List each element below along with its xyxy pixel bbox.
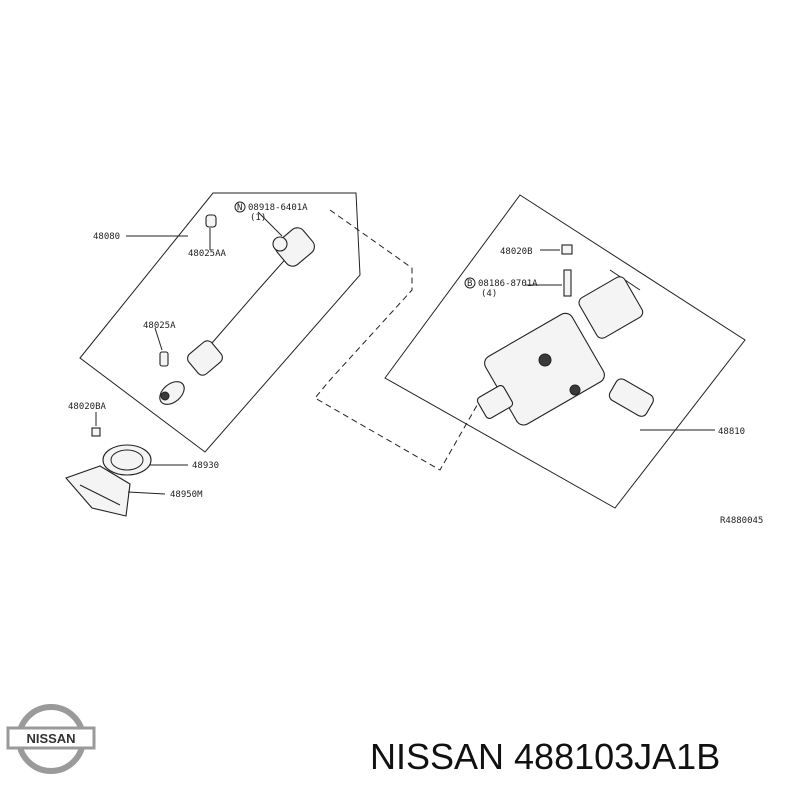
lock-actuator (608, 378, 654, 417)
label-48080: 48080 (93, 232, 120, 242)
label-bolt-qty: (4) (481, 289, 497, 299)
label-48025a: 48025A (143, 321, 176, 331)
drawing-reference: R4880045 (720, 516, 763, 526)
bolt-48025a (159, 351, 169, 367)
nut-marker-letter: N (237, 203, 242, 213)
label-48950m: 48950M (170, 490, 203, 500)
label-nut-code: 08918-6401A (248, 203, 308, 213)
part-number-title: NISSAN 488103JA1B (370, 736, 721, 777)
logo-text: NISSAN (26, 731, 75, 746)
bolt-48025aa (205, 214, 217, 228)
boot-assembly (65, 412, 188, 517)
label-48810: 48810 (718, 427, 745, 437)
bolt-08186 (563, 269, 572, 297)
steering-column (476, 269, 654, 426)
bolt-marker-letter: B (467, 279, 472, 289)
label-48930: 48930 (192, 461, 219, 471)
nut-08918 (272, 236, 288, 252)
nut-48020b (561, 244, 573, 255)
connection-dashed-outline (314, 209, 481, 471)
intermediate-shaft (159, 227, 315, 405)
nissan-logo: NISSAN (6, 704, 96, 774)
label-48025aa: 48025AA (188, 249, 227, 259)
label-nut-qty: (1) (250, 213, 266, 223)
steering-column-panel (384, 194, 746, 509)
clip-48020ba (91, 427, 101, 437)
label-bolt-code: 08186-8701A (478, 279, 538, 289)
cover-48950m (65, 465, 131, 517)
label-48020ba: 48020BA (68, 402, 107, 412)
intermediate-shaft-panel (79, 192, 361, 453)
label-48020b: 48020B (500, 247, 533, 257)
boot-48930 (102, 444, 152, 476)
